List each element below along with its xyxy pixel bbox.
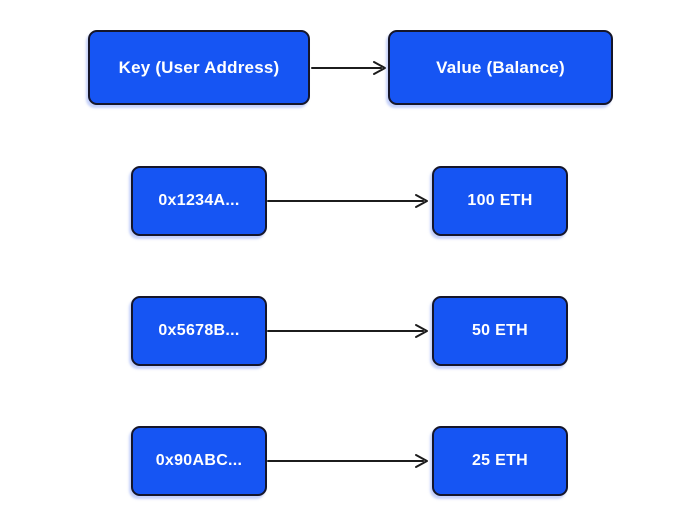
value-box: 100 ETH: [432, 166, 568, 236]
key-label: 0x90ABC...: [155, 452, 243, 469]
header-value-label: Value (Balance): [436, 57, 565, 77]
arrow-header: [311, 61, 386, 75]
arrow: [267, 454, 428, 468]
key-label: 0x1234A...: [158, 192, 240, 209]
arrow: [267, 194, 428, 208]
value-label: 25 ETH: [471, 452, 529, 469]
value-box: 25 ETH: [432, 426, 568, 496]
header-key-label: Key (User Address): [118, 57, 280, 77]
arrow: [267, 324, 428, 338]
key-box: 0x5678B...: [131, 296, 267, 366]
key-label: 0x5678B...: [158, 322, 240, 339]
key-box: 0x90ABC...: [131, 426, 267, 496]
key-box: 0x1234A...: [131, 166, 267, 236]
header-key-box: Key (User Address): [88, 30, 310, 105]
value-label: 50 ETH: [471, 322, 529, 339]
value-label: 100 ETH: [467, 192, 533, 209]
header-value-box: Value (Balance): [388, 30, 613, 105]
value-box: 50 ETH: [432, 296, 568, 366]
